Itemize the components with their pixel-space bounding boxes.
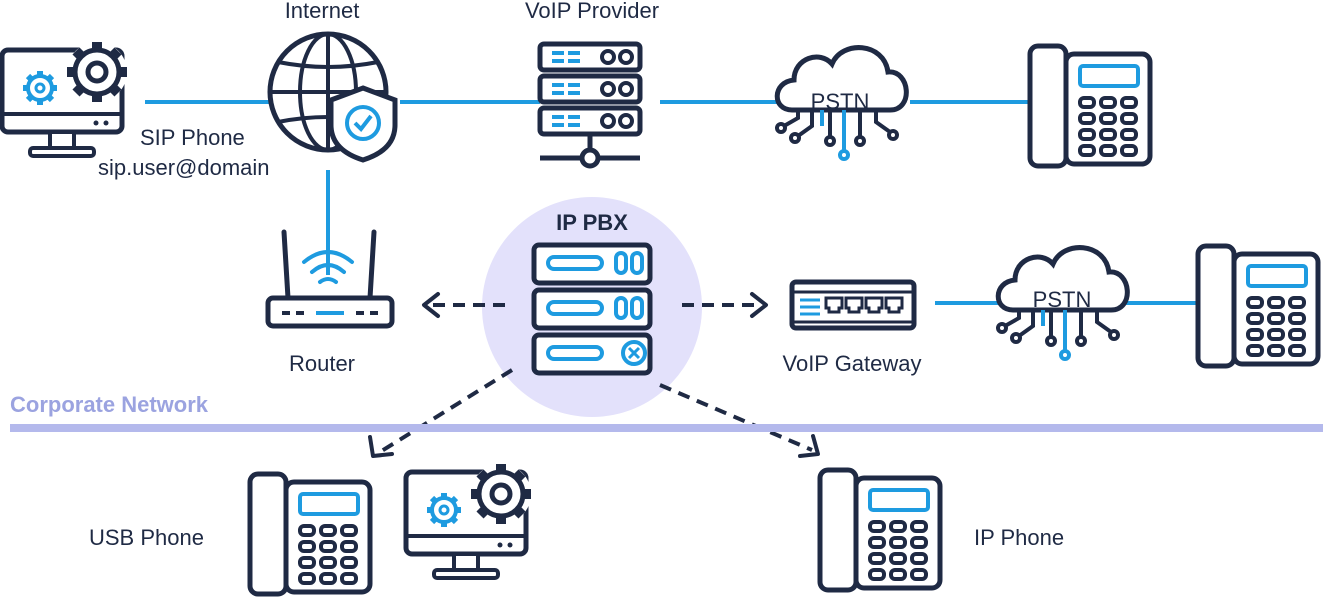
router-wifi-icon (265, 229, 395, 329)
sip-address-label: sip.user@domain (98, 155, 270, 180)
corporate-network-label: Corporate Network (10, 392, 209, 417)
globe-shield-icon (267, 31, 398, 163)
corporate-network-band (10, 424, 1323, 432)
arrow-heads (368, 292, 820, 458)
desk-phone-icon (820, 470, 940, 590)
server-icon (537, 41, 643, 169)
voip-provider-label: VoIP Provider (524, 0, 660, 23)
internet-label: Internet (284, 0, 360, 23)
desk-phone-icon (1198, 246, 1318, 366)
voip-gateway-label: VoIP Gateway (782, 351, 922, 376)
router-label: Router (288, 351, 356, 376)
desk-phone-icon (250, 474, 370, 594)
pbx-server-icon (531, 242, 653, 376)
ip-phone-label: IP Phone (974, 525, 1065, 550)
dashed-arrows (378, 303, 813, 454)
gateway-icon (789, 279, 917, 331)
sip-phone-label: SIP Phone (140, 125, 245, 150)
monitor-gear-icon (406, 464, 531, 578)
usb-phone-label: USB Phone (89, 525, 204, 550)
pstn-top-label: PSTN (811, 89, 870, 114)
desk-phone-icon (1030, 46, 1150, 166)
ip-pbx-label: IP PBX (556, 210, 628, 235)
monitor-gear-icon (2, 42, 127, 156)
pstn-bottom-label: PSTN (1033, 287, 1092, 312)
